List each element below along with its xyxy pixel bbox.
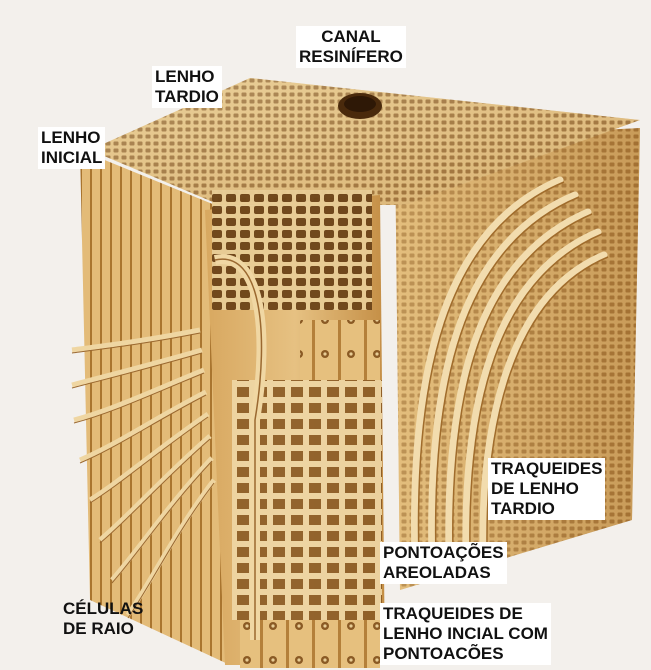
label-lenho-inicial: LENHO INICIAL: [38, 127, 105, 169]
label-celulas-de-raio: CÉLULAS DE RAIO: [60, 598, 146, 640]
tracheid-pits-strip: [300, 320, 380, 380]
resin-canal-inner: [344, 96, 376, 112]
tracheid-pits-lower: [240, 620, 380, 668]
early-wood-cells: [212, 190, 372, 310]
label-canal-resinifero: CANAL RESINÍFERO: [296, 26, 406, 68]
label-traqueides-lenho-tardio: TRAQUEIDES DE LENHO TARDIO: [488, 458, 605, 520]
label-pontoacoes-areoladas: PONTOAÇÕES AREOLADAS: [380, 542, 507, 584]
label-traqueides-lenho-inicial: TRAQUEIDES DE LENHO INCIAL COM PONTOACÕE…: [380, 603, 551, 665]
label-lenho-tardio: LENHO TARDIO: [152, 66, 222, 108]
